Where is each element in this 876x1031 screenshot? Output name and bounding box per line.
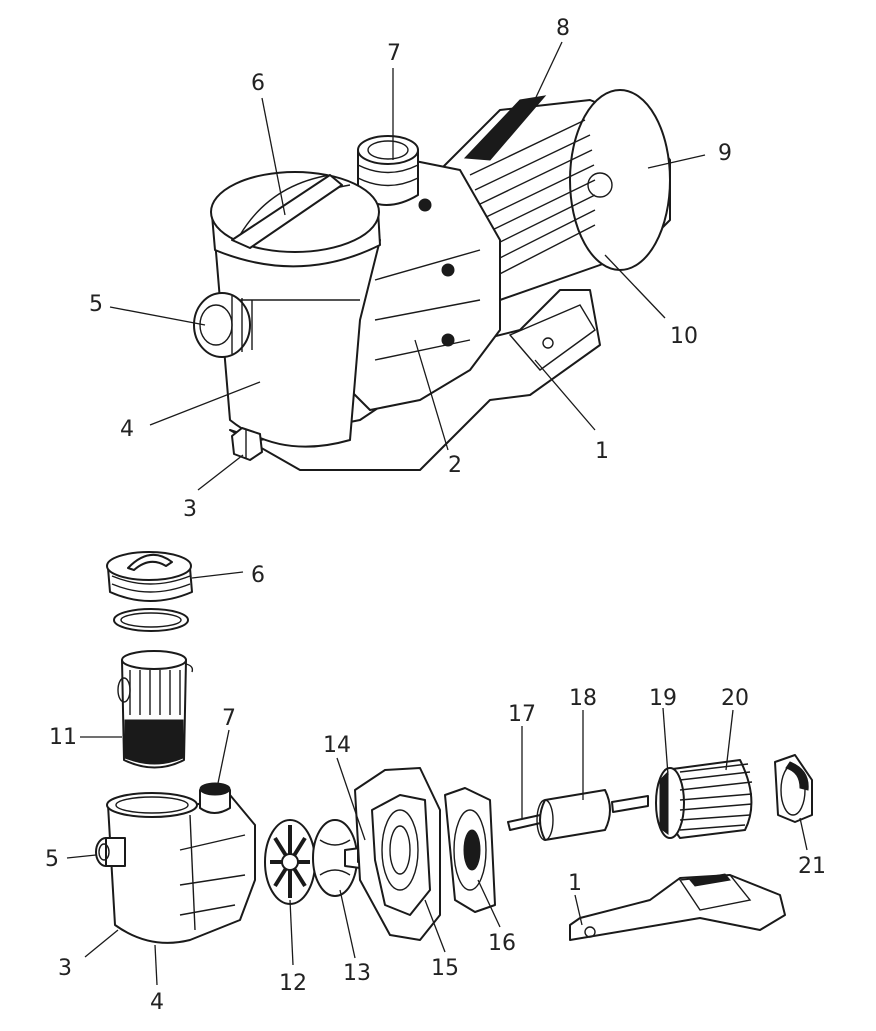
stator-exploded	[655, 759, 753, 839]
inlet-port-assembled	[193, 292, 253, 358]
callout-5-assembled: 5	[89, 292, 103, 317]
callout-16-exploded: 16	[488, 931, 516, 956]
assembled-pump: 1 2 3 4 5 6 7 8 9 10	[89, 16, 732, 522]
strainer-pot-assembled	[214, 239, 381, 448]
pump-housing-assembled	[349, 159, 501, 411]
callout-4-exploded: 4	[150, 990, 164, 1015]
callout-4-assembled: 4	[120, 417, 134, 442]
leader-lines-assembled	[109, 41, 706, 491]
callout-19-exploded: 19	[649, 686, 677, 711]
callout-3-exploded: 3	[58, 956, 72, 981]
callout-11-exploded: 11	[49, 725, 77, 750]
motor-bracket-exploded	[444, 787, 496, 913]
lid-exploded	[106, 551, 193, 602]
end-cap-exploded	[774, 754, 813, 823]
callout-7-assembled: 7	[387, 41, 401, 66]
callout-18-exploded: 18	[569, 686, 597, 711]
impeller-exploded	[312, 819, 361, 897]
diffuser-exploded	[264, 819, 316, 905]
callout-9-assembled: 9	[718, 141, 732, 166]
leader-lines-exploded	[66, 571, 808, 986]
seal-plate-exploded	[354, 767, 441, 941]
callout-1-assembled: 1	[595, 439, 609, 464]
rotor-shaft-exploded	[507, 789, 649, 841]
pump-base-assembled	[229, 289, 601, 471]
callout-10-assembled: 10	[670, 324, 698, 349]
lid-assembled	[210, 171, 381, 268]
callout-6-exploded: 6	[251, 563, 265, 588]
callout-5-exploded: 5	[45, 847, 59, 872]
callout-3-assembled: 3	[183, 497, 197, 522]
outlet-port-assembled	[357, 135, 419, 206]
callout-7-exploded: 7	[222, 706, 236, 731]
drain-plug-assembled	[231, 427, 263, 461]
callout-14-exploded: 14	[323, 733, 351, 758]
strainer-pot-exploded	[106, 792, 256, 944]
callout-21-exploded: 21	[798, 854, 826, 879]
callout-15-exploded: 15	[431, 956, 459, 981]
strainer-basket-exploded	[117, 650, 194, 769]
callout-17-exploded: 17	[508, 702, 536, 727]
inlet-port-exploded	[95, 837, 126, 867]
callout-8-assembled: 8	[556, 16, 570, 41]
outlet-port-exploded	[199, 782, 231, 814]
callout-12-exploded: 12	[279, 971, 307, 996]
pump-base-exploded	[569, 873, 786, 941]
exploded-view: 6 11 7 5 3 4 12 13 14 15 16 17 18 19 20 …	[45, 551, 826, 1015]
callout-13-exploded: 13	[343, 961, 371, 986]
callout-20-exploded: 20	[721, 686, 749, 711]
callout-1-exploded: 1	[568, 871, 582, 896]
callout-2-assembled: 2	[448, 453, 462, 478]
callout-6-assembled: 6	[251, 71, 265, 96]
